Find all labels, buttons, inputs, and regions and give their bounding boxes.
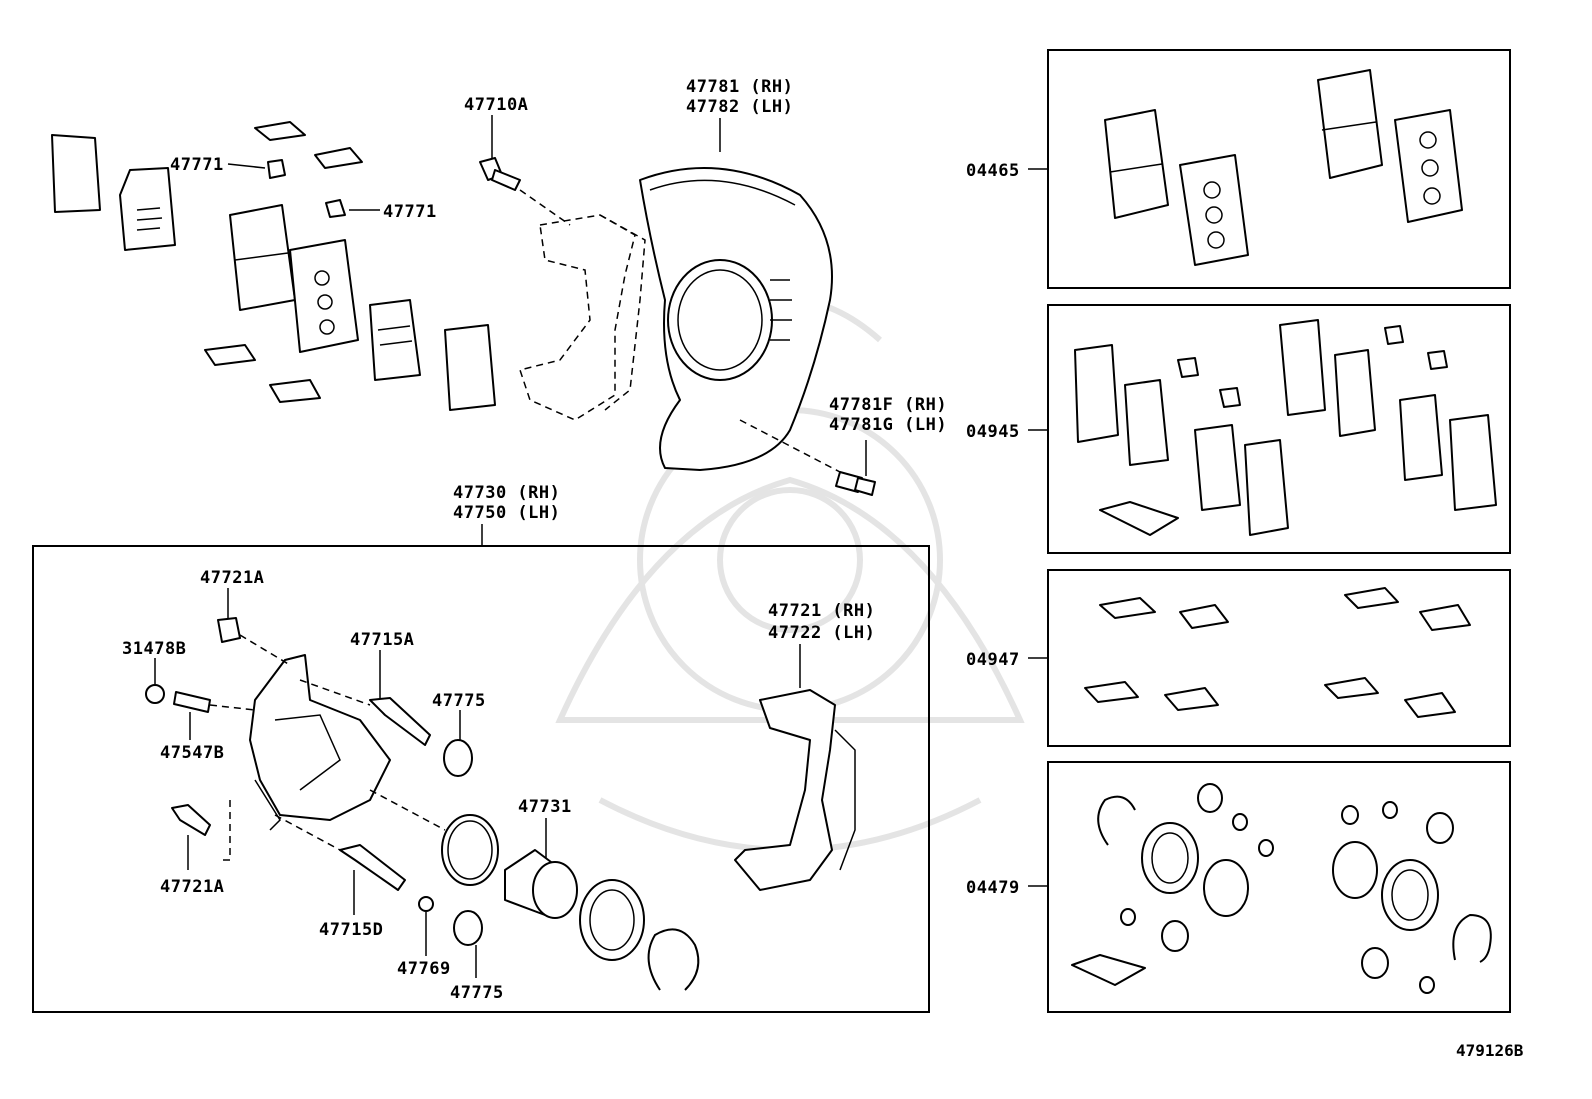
mounting-bracket-dashed bbox=[519, 214, 646, 421]
pin-47715a bbox=[369, 697, 431, 746]
bolt-47721a-top bbox=[217, 617, 241, 643]
bolt-47721a-bottom bbox=[171, 804, 211, 836]
label-47782-lh: 47782 (LH) bbox=[686, 97, 793, 117]
brake-pad-group bbox=[51, 121, 496, 411]
label-47775-top: 47775 bbox=[432, 691, 486, 711]
label-47710a: 47710A bbox=[464, 95, 528, 115]
kit-04479-seals bbox=[1071, 783, 1492, 994]
label-04947: 04947 bbox=[966, 650, 1020, 670]
piston-47731 bbox=[504, 849, 578, 919]
label-47771-lower: 47771 bbox=[383, 202, 437, 222]
label-47731: 47731 bbox=[518, 797, 572, 817]
bolt-47781f bbox=[835, 471, 876, 496]
mounting-bracket-47721 bbox=[734, 689, 856, 891]
label-04479: 04479 bbox=[966, 878, 1020, 898]
label-04945: 04945 bbox=[966, 422, 1020, 442]
bleeder-47547b bbox=[173, 691, 211, 713]
label-47771-upper: 47771 bbox=[170, 155, 224, 175]
kit-04465-pads bbox=[1104, 69, 1463, 266]
pin-47715d bbox=[339, 844, 406, 891]
label-04465: 04465 bbox=[966, 161, 1020, 181]
set-ring bbox=[647, 928, 700, 991]
dust-boot bbox=[579, 879, 645, 961]
kit-04945-shims bbox=[1074, 319, 1497, 536]
label-47721-rh: 47721 (RH) bbox=[768, 601, 875, 621]
label-47715a: 47715A bbox=[350, 630, 414, 650]
kit-04479-box bbox=[1047, 761, 1511, 1013]
bolt-47710a bbox=[479, 157, 521, 191]
label-47781f-rh: 47781F (RH) bbox=[829, 395, 947, 415]
kit-04945-box bbox=[1047, 304, 1511, 554]
diagram-id: 479126B bbox=[1456, 1041, 1524, 1060]
label-47775-bottom: 47775 bbox=[450, 983, 504, 1003]
kit-04947-box bbox=[1047, 569, 1511, 747]
label-47781g-lh: 47781G (LH) bbox=[829, 415, 947, 435]
label-47769: 47769 bbox=[397, 959, 451, 979]
label-47721a-top: 47721A bbox=[200, 568, 264, 588]
seal-ring bbox=[441, 814, 499, 886]
label-31478b: 31478B bbox=[122, 639, 186, 659]
label-47721a-bottom: 47721A bbox=[160, 877, 224, 897]
boot-47775-top bbox=[443, 739, 473, 777]
label-47750-lh: 47750 (LH) bbox=[453, 503, 560, 523]
cap-31478b bbox=[145, 684, 165, 704]
label-47722-lh: 47722 (LH) bbox=[768, 623, 875, 643]
caliper-body bbox=[249, 654, 391, 831]
label-47547b: 47547B bbox=[160, 743, 224, 763]
boot-47775-bottom bbox=[453, 910, 483, 946]
label-47730-rh: 47730 (RH) bbox=[453, 483, 560, 503]
dust-cover bbox=[639, 167, 833, 471]
label-47781-rh: 47781 (RH) bbox=[686, 77, 793, 97]
label-47715d: 47715D bbox=[319, 920, 383, 940]
cap-47769 bbox=[418, 896, 434, 912]
caliper-assembly-box bbox=[32, 545, 930, 1013]
kit-04947-clips bbox=[1084, 587, 1471, 718]
